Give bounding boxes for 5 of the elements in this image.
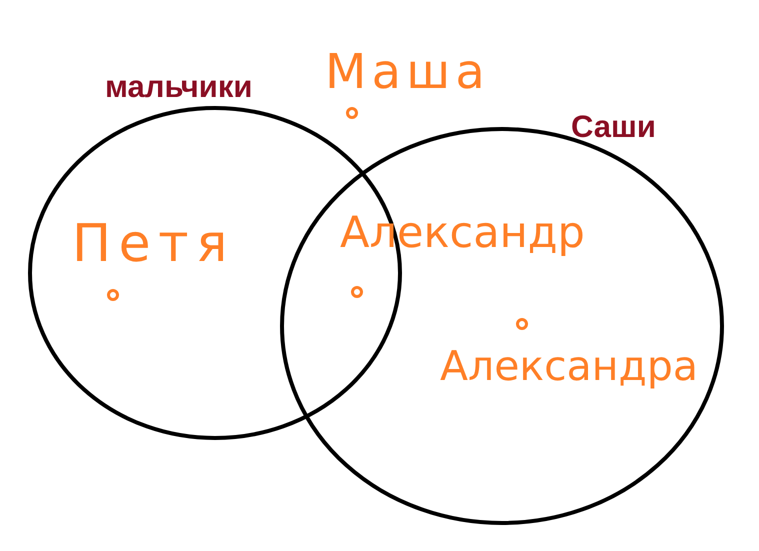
member-name: Александра — [440, 346, 698, 387]
member-name: Маша — [325, 48, 490, 96]
member-name: Петя — [72, 218, 235, 270]
set-label: мальчики — [105, 71, 252, 102]
set-label: Саши — [571, 111, 656, 142]
